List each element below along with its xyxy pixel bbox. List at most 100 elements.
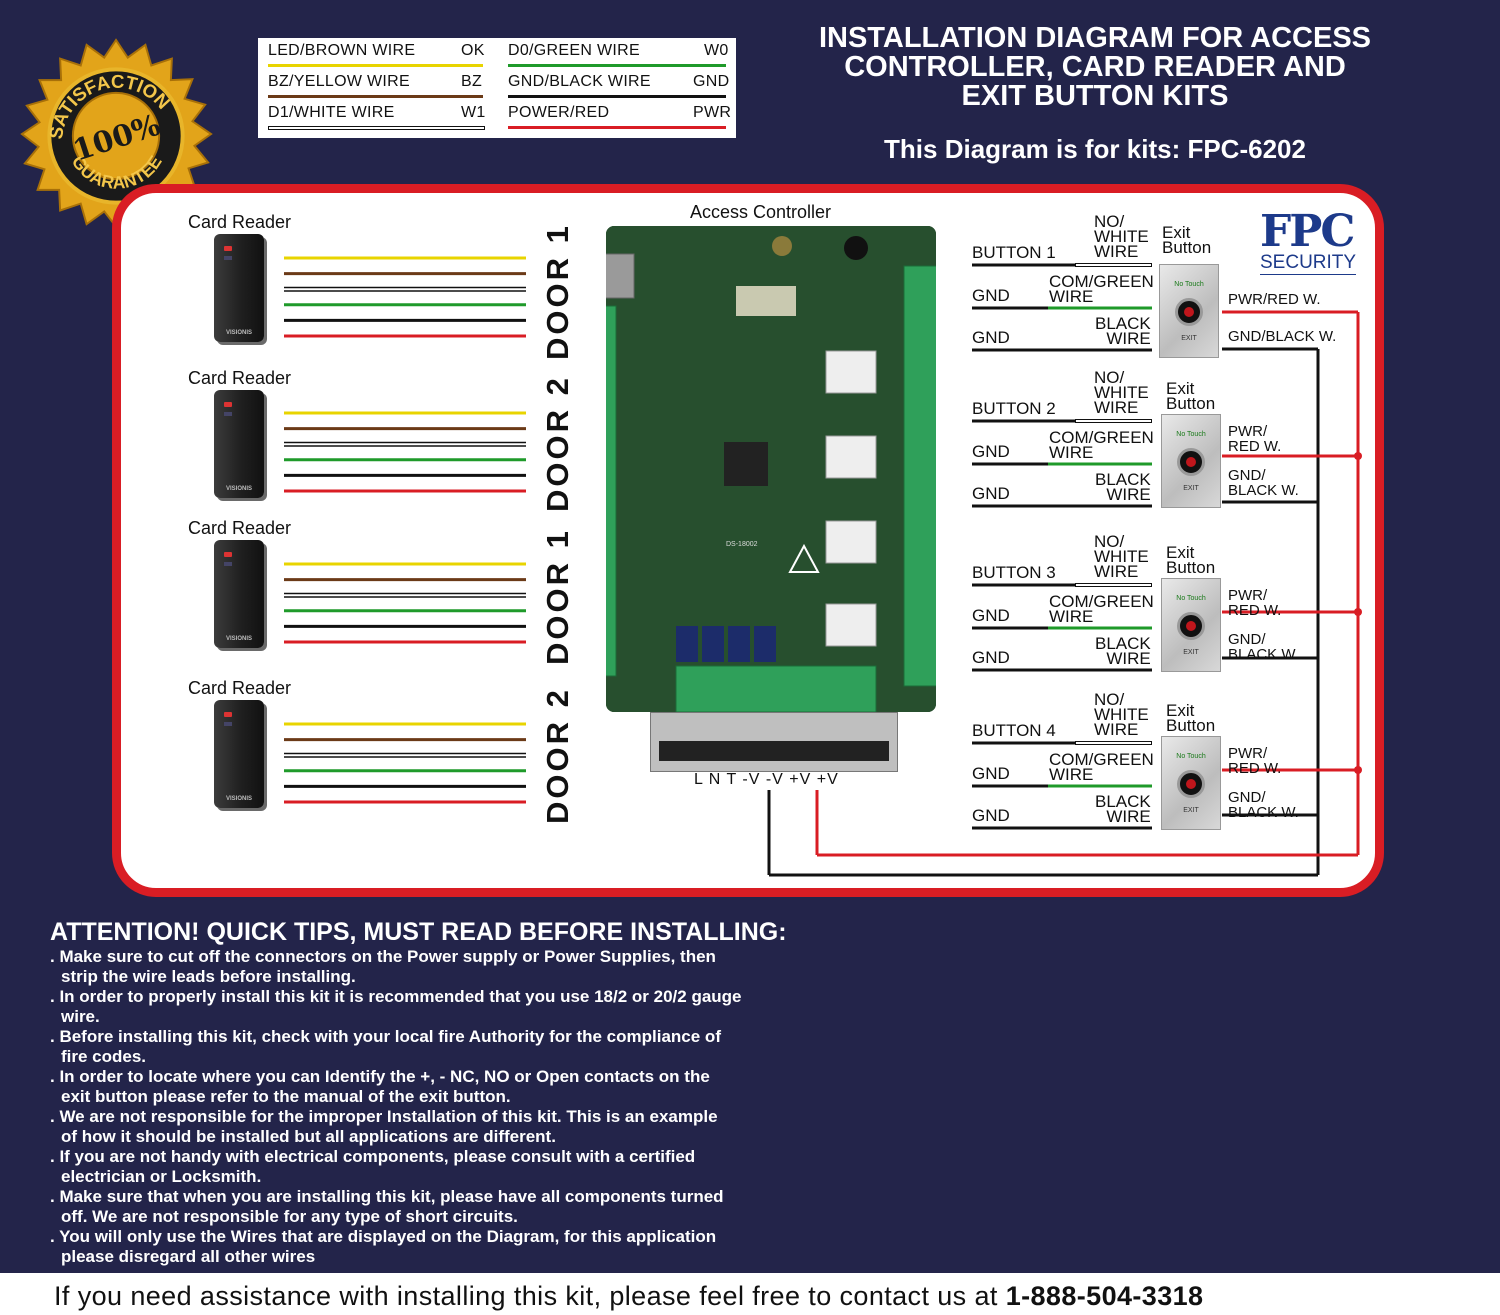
no-white-wire-label: NO/ WHITE WIRE — [1094, 532, 1149, 581]
tip-item: . Make sure to cut off the connectors on… — [50, 947, 810, 987]
tip-item: . In order to locate where you can Ident… — [50, 1067, 810, 1107]
tips-title: ATTENTION! QUICK TIPS, MUST READ BEFORE … — [50, 918, 787, 946]
tip-line-1: . In order to properly install this kit … — [50, 987, 742, 1006]
pwr-red-wire-label: PWR/ RED W. — [1228, 587, 1282, 619]
reader-brand: VISIONIS — [226, 636, 253, 642]
exit-button-label: Exit Button — [1162, 223, 1212, 257]
gnd-label: GND — [972, 442, 1010, 461]
board-graphic: DS-18002 — [579, 226, 943, 713]
legend-label: BZ/YELLOW WIRE — [268, 73, 410, 90]
tip-item: . If you are not handy with electrical c… — [50, 1147, 810, 1187]
black-wire-label: BLACK WIRE — [1095, 634, 1151, 668]
legend-label: LED/BROWN WIRE — [268, 42, 416, 59]
legend-swatch — [268, 95, 483, 98]
reader-indicator — [224, 412, 232, 416]
tip-item: . We are not responsible for the imprope… — [50, 1107, 810, 1147]
pwr-red-wire-label: PWR/RED W. — [1228, 291, 1321, 308]
no-white-wire-label: NO/ WHITE WIRE — [1094, 212, 1149, 261]
exit-no-touch-text: No Touch — [1176, 595, 1206, 602]
pwr-red-wire-label: PWR/ RED W. — [1228, 423, 1282, 455]
legend-code: OK — [461, 42, 485, 59]
junction-dot — [1354, 608, 1362, 616]
button-name-label: BUTTON 4 — [972, 721, 1056, 740]
exit-no-touch-text: No Touch — [1176, 431, 1206, 438]
gnd-label: GND — [972, 764, 1010, 783]
tip-line-2: exit button please refer to the manual o… — [61, 1087, 511, 1106]
com-green-wire-label: COM/GREEN WIRE — [1049, 272, 1154, 306]
gnd-label: GND — [972, 328, 1010, 347]
button-name-label: BUTTON 1 — [972, 243, 1056, 262]
door-label-3: DOOR 1 — [540, 528, 575, 665]
gnd-label: GND — [972, 606, 1010, 625]
card-reader-device: VISIONIS — [214, 390, 264, 498]
legend-label: GND/BLACK WIRE — [508, 73, 651, 90]
reader-indicator — [224, 256, 232, 260]
page-title: INSTALLATION DIAGRAM FOR ACCESS CONTROLL… — [780, 24, 1410, 111]
reader-indicator — [224, 562, 232, 566]
tip-item: . In order to properly install this kit … — [50, 987, 810, 1027]
tip-line-2: fire codes. — [61, 1047, 147, 1066]
card-reader-label: Card Reader — [188, 212, 292, 232]
gnd-label: GND — [972, 286, 1010, 305]
power-terminal-labels: L N T -V -V +V +V — [694, 771, 839, 788]
junction-dot — [1354, 766, 1362, 774]
com-green-wire-label: COM/GREEN WIRE — [1049, 750, 1154, 784]
black-wire-label: BLACK WIRE — [1095, 792, 1151, 826]
footer-contact: If you need assistance with installing t… — [54, 1281, 1203, 1312]
door-label-4: DOOR 2 — [540, 687, 575, 824]
button-name-label: BUTTON 2 — [972, 399, 1056, 418]
exit-text: EXIT — [1183, 485, 1199, 492]
black-wire-label: BLACK WIRE — [1095, 314, 1151, 348]
no-white-wire-label: NO/ WHITE WIRE — [1094, 690, 1149, 739]
card-reader-device: VISIONIS — [214, 700, 264, 808]
tip-item: . Before installing this kit, check with… — [50, 1027, 810, 1067]
legend-code: GND — [693, 73, 730, 90]
exit-no-touch-text: No Touch — [1176, 753, 1206, 760]
door-label-2: DOOR 2 — [540, 375, 575, 512]
tip-item: . Make sure that when you are installing… — [50, 1187, 810, 1227]
footer-bar — [0, 1273, 1500, 1315]
footer-message: If you need assistance with installing t… — [54, 1281, 1006, 1311]
title-line-3: EXIT BUTTON KITS — [961, 80, 1229, 112]
terminal-screws — [659, 741, 889, 761]
gnd-label: GND — [972, 648, 1010, 667]
legend-code: W1 — [461, 104, 486, 121]
title-line-2: CONTROLLER, CARD READER AND — [844, 51, 1346, 83]
reader-indicator — [224, 722, 232, 726]
pwr-red-wire-label: PWR/ RED W. — [1228, 745, 1282, 777]
card-reader-device: VISIONIS — [214, 234, 264, 342]
legend-swatch — [268, 126, 485, 130]
no-white-wire-label: NO/ WHITE WIRE — [1094, 368, 1149, 417]
exit-text: EXIT — [1183, 807, 1199, 814]
legend-code: PWR — [693, 104, 732, 121]
black-wire-label: BLACK WIRE — [1095, 470, 1151, 504]
fpc-logo-security: SECURITY — [1260, 252, 1357, 275]
tip-line-2: electrician or Locksmith. — [61, 1167, 262, 1186]
exit-button-ring — [1177, 448, 1205, 476]
card-reader-label: Card Reader — [188, 678, 292, 698]
access-controller-label: Access Controller — [690, 202, 832, 222]
gnd-black-wire-label: GND/ BLACK W. — [1228, 631, 1299, 663]
exit-button-label: Exit Button — [1166, 543, 1216, 577]
button-name-label: BUTTON 3 — [972, 563, 1056, 582]
tip-line-2: strip the wire leads before installing. — [61, 967, 356, 986]
legend-label: D0/GREEN WIRE — [508, 42, 640, 59]
reader-led — [224, 552, 232, 557]
access-controller-board: DS-18002 — [579, 226, 943, 713]
reader-brand: VISIONIS — [226, 330, 253, 336]
satisfaction-guarantee-seal: SATISFACTION GUARANTEE 100% — [20, 38, 213, 231]
reader-brand: VISIONIS — [226, 796, 253, 802]
reader-brand: VISIONIS — [226, 486, 253, 492]
tip-line-1: . If you are not handy with electrical c… — [50, 1147, 696, 1166]
tip-line-2: wire. — [61, 1007, 100, 1026]
legend-code: W0 — [704, 42, 729, 59]
card-reader-label: Card Reader — [188, 518, 292, 538]
gnd-label: GND — [972, 484, 1010, 503]
gnd-black-wire-label: GND/ BLACK W. — [1228, 789, 1299, 821]
